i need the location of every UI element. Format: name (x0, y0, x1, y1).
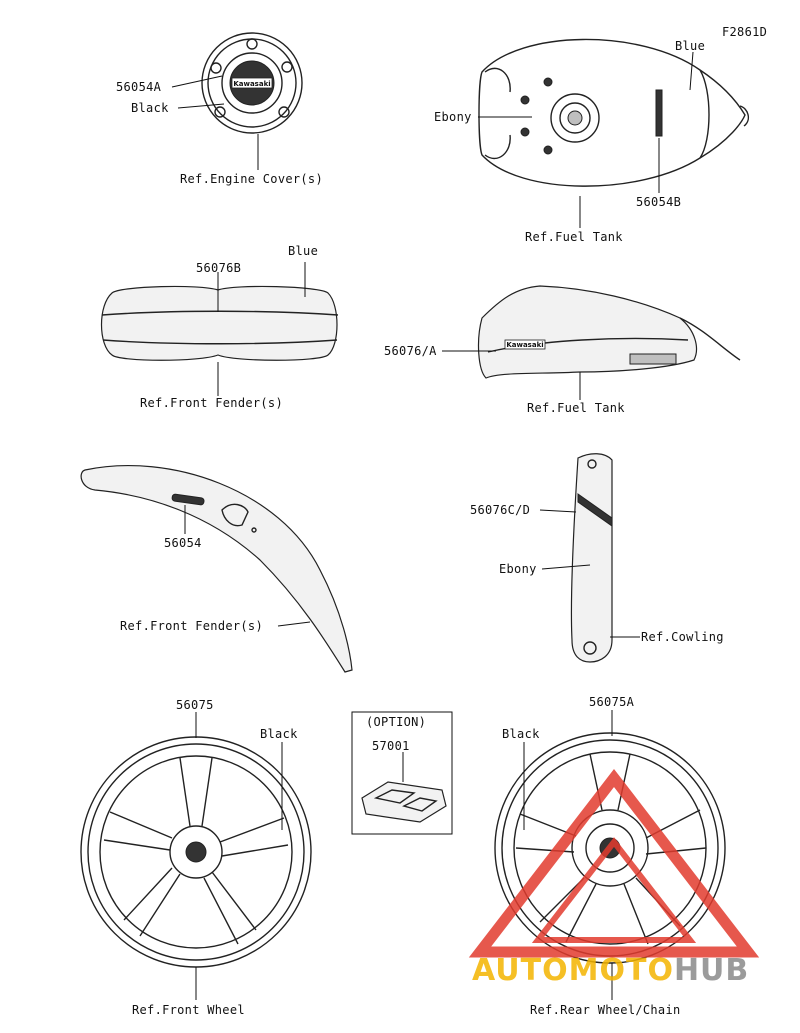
front-wheel-ref-label: Ref.Front Wheel (132, 1003, 245, 1017)
engine-cover-color-leader (177, 103, 225, 109)
watermark-triangle-icon (468, 768, 760, 958)
fuel-tank-top-ref-label: Ref.Fuel Tank (525, 230, 623, 244)
engine-cover-color-label: Black (131, 101, 169, 115)
rear-wheel-part-label: 56075A (589, 695, 635, 709)
cowling-ref-label: Ref.Cowling (641, 630, 724, 644)
engine-cover-drawing: Kawasaki (201, 32, 303, 134)
cowling-part-leader (539, 509, 577, 513)
engine-cover-emblem-text: Kawasaki (233, 80, 270, 88)
front-fender-side-ref-leader (277, 621, 311, 627)
front-fender-side-ref-label: Ref.Front Fender(s) (120, 619, 263, 633)
option-bracket-drawing (361, 781, 447, 823)
watermark-text: AUTOMOTOHUB (472, 953, 749, 988)
engine-cover-ref-label: Ref.Engine Cover(s) (180, 172, 323, 186)
watermark-logo: AUTOMOTOHUB (468, 768, 760, 988)
front-wheel-part-label: 56075 (176, 698, 214, 712)
rear-wheel-ref-label: Ref.Rear Wheel/Chain (530, 1003, 681, 1017)
cowling-drawing (570, 453, 613, 663)
front-fender-side-drawing (80, 465, 353, 673)
front-fender-top-ref-label: Ref.Front Fender(s) (140, 396, 283, 410)
option-part-label: 57001 (372, 739, 410, 753)
figure-code: F2861D (722, 25, 767, 39)
fuel-tank-top-color-label: Blue (675, 39, 705, 53)
front-wheel-drawing (80, 736, 312, 968)
front-wheel-color-label: Black (260, 727, 298, 741)
fuel-tank-top-color-leader (689, 51, 694, 91)
front-fender-side-part-label: 56054 (164, 536, 202, 550)
watermark-inner-triangle-icon (531, 837, 697, 943)
option-box (351, 711, 453, 835)
fuel-tank-top-drawing (478, 38, 750, 187)
front-fender-top-part-label: 56076B (196, 261, 241, 275)
cowling-color-label: Ebony (499, 562, 537, 576)
fuel-tank-top-ebony-label: Ebony (434, 110, 472, 124)
fuel-tank-side-emblem-text: Kawasaki (506, 341, 543, 349)
fuel-tank-top-part-label: 56054B (636, 195, 681, 209)
rear-wheel-color-label: Black (502, 727, 540, 741)
option-heading: (OPTION) (366, 715, 426, 729)
engine-cover-part-label: 56054A (116, 80, 162, 94)
cowling-color-leader (541, 564, 591, 570)
fuel-tank-side-drawing: Kawasaki (477, 285, 741, 379)
front-fender-top-color-label: Blue (288, 244, 318, 258)
front-fender-top-drawing (101, 285, 339, 361)
cowling-part-label: 56076C/D (470, 503, 530, 517)
fuel-tank-side-part-label: 56076/A (384, 344, 437, 358)
fuel-tank-side-ref-label: Ref.Fuel Tank (527, 401, 625, 415)
engine-cover-part-leader (171, 75, 223, 88)
